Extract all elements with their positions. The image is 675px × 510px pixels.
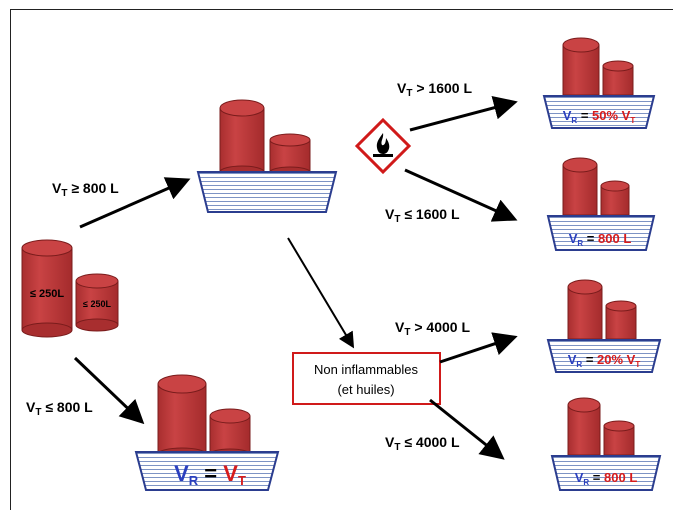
source-big-drum-label: ≤ 250L (30, 288, 64, 300)
small-total-tray-group: VR = VT (134, 374, 280, 491)
arrow-to-nonflam-le-4000 (429, 398, 505, 460)
arrow-to-small-total-tray (73, 356, 145, 425)
small-total-result: VR = VT (174, 461, 246, 488)
source-drums: ≤ 250L ≤ 250L (21, 239, 119, 338)
non-flammable-line1: Non inflammables (314, 362, 419, 377)
result-tray-flam-le-1600: VR = 800 L (546, 157, 656, 251)
source-small-drum-label: ≤ 250L (83, 299, 111, 309)
result-tray-flam-gt-1600: VR = 50% VT (542, 37, 656, 129)
arrow-to-nonflam-gt-4000 (439, 332, 518, 364)
result-nonflam-gt-4000: VR = 20% VT (568, 352, 641, 369)
middle-tray-group (196, 99, 338, 213)
non-flammable-line2: (et huiles) (337, 382, 394, 397)
middle-small-drum (269, 133, 311, 147)
arrow-to-flam-le-1600 (404, 168, 518, 222)
frame-left-border (10, 9, 11, 510)
result-flam-le-1600: VR = 800 L (569, 231, 632, 248)
result-tray-nonflam-gt-4000: VR = 20% VT (546, 279, 662, 373)
label-vt-le-1600: VT ≤ 1600 L (385, 206, 460, 225)
result-flam-gt-1600: VR = 50% VT (563, 108, 636, 125)
label-vt-le-800: VT ≤ 800 L (26, 399, 93, 418)
small-total-small-drum (209, 408, 251, 424)
middle-retention-tray (196, 171, 338, 213)
label-vt-le-4000: VT ≤ 4000 L (385, 434, 460, 453)
source-big-drum: ≤ 250L (21, 239, 73, 338)
flammable-hazard-icon (354, 117, 412, 175)
frame-top-border (10, 9, 673, 10)
small-total-big-drum (157, 374, 207, 394)
arrow-to-middle-tray (79, 177, 191, 229)
label-vt-gt-4000: VT > 4000 L (395, 319, 470, 338)
middle-big-drum (219, 99, 265, 117)
small-total-tray (134, 451, 280, 491)
result-nonflam-le-4000: VR = 800 L (575, 470, 638, 487)
result-tray-nonflam-le-4000: VR = 800 L (550, 397, 662, 491)
source-small-drum: ≤ 250L (75, 273, 119, 332)
non-flammable-box: Non inflammables (et huiles) (292, 352, 441, 405)
arrow-to-non-flammable-box (287, 237, 355, 349)
arrow-to-flam-gt-1600 (409, 96, 518, 132)
label-vt-ge-800: VT ≥ 800 L (52, 180, 119, 199)
arrows (73, 96, 518, 460)
label-vt-gt-1600: VT > 1600 L (397, 80, 472, 99)
